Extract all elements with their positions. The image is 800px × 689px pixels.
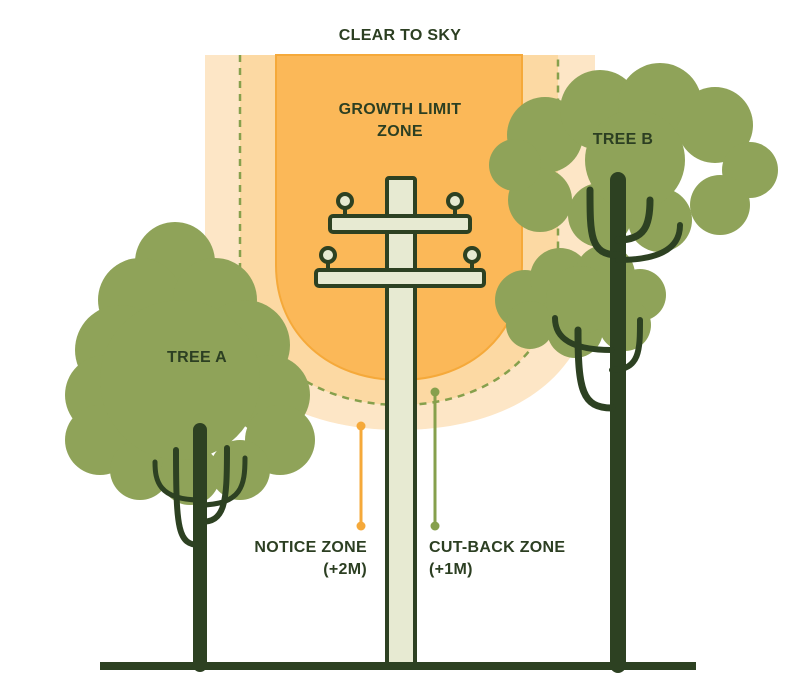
tree-a-label: TREE A bbox=[167, 349, 227, 366]
growth-limit-label-line1: GROWTH LIMIT bbox=[339, 101, 462, 118]
pole-shaft bbox=[385, 176, 417, 667]
tree-b-upper-canopy bbox=[489, 63, 778, 252]
upper-crossarm bbox=[328, 214, 472, 234]
power-pole-icon bbox=[314, 176, 486, 667]
tree-b-trunk bbox=[552, 172, 683, 673]
tree-a-canopy bbox=[65, 222, 315, 505]
growth-limit-label-line2: ZONE bbox=[377, 123, 423, 140]
ground-line bbox=[100, 662, 696, 670]
tree-a-trunk bbox=[152, 423, 248, 672]
cut-back-zone-label-line2: (+1M) bbox=[429, 561, 473, 578]
tree-b-label: TREE B bbox=[593, 131, 653, 148]
cut-back-zone-marker bbox=[430, 387, 440, 531]
tree-a-icon bbox=[65, 222, 315, 672]
lower-crossarm bbox=[314, 268, 486, 288]
clear-to-sky-label: CLEAR TO SKY bbox=[339, 27, 461, 44]
cut-back-zone-label-line1: CUT-BACK ZONE bbox=[429, 539, 565, 556]
tree-b-icon bbox=[489, 63, 778, 673]
notice-zone-label-line2: (+2M) bbox=[323, 561, 367, 578]
notice-zone-marker bbox=[356, 421, 366, 531]
insulator-icon bbox=[319, 192, 481, 270]
notice-zone-label-line1: NOTICE ZONE bbox=[254, 539, 367, 556]
